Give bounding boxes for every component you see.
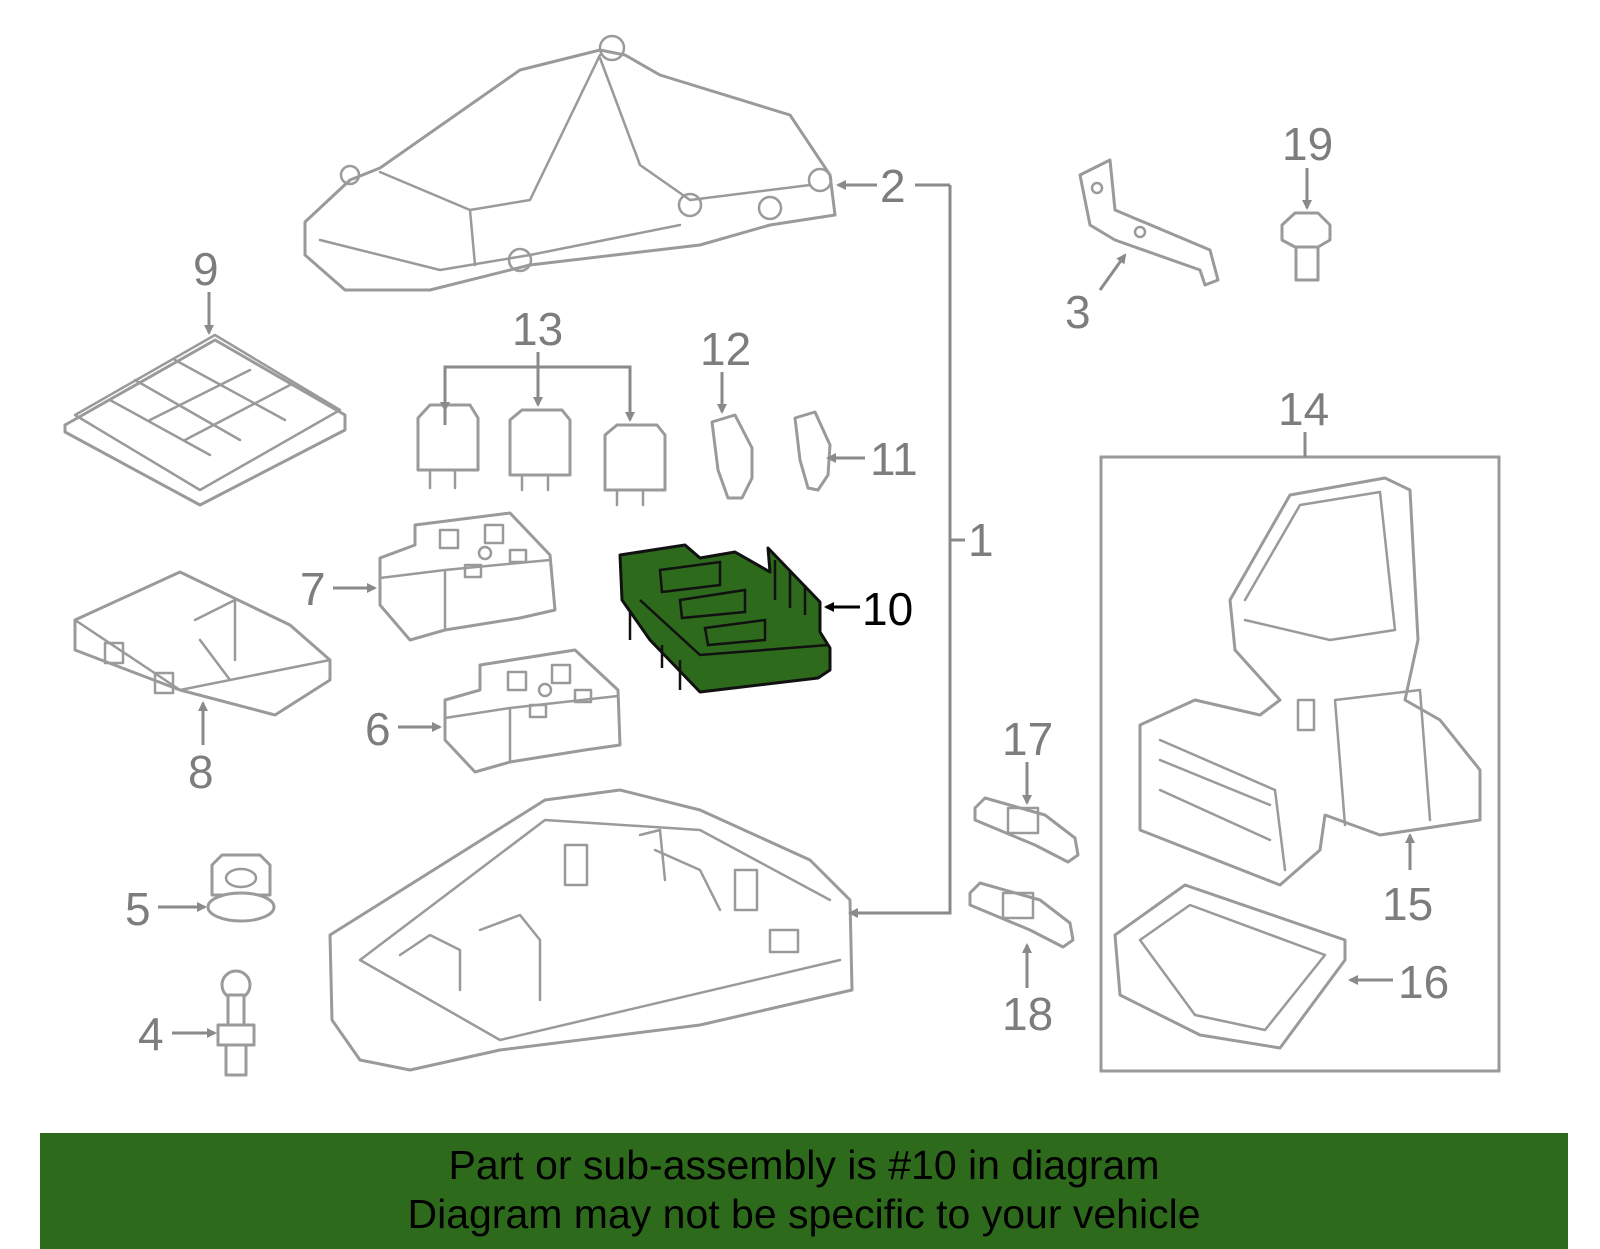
- callout-11: 11: [870, 433, 918, 485]
- part-18-fusible-link[interactable]: [968, 881, 1075, 949]
- part-4-stud[interactable]: [216, 969, 256, 1077]
- part-7-fuse-block[interactable]: [378, 511, 557, 642]
- part-11-fuse[interactable]: [793, 410, 832, 492]
- part-13-relays[interactable]: [416, 403, 667, 507]
- part-3-bracket[interactable]: [1078, 158, 1220, 287]
- part-8-plate[interactable]: [73, 570, 332, 717]
- callout-14: 14: [1278, 383, 1329, 435]
- part-15-relay-box[interactable]: [1138, 476, 1482, 887]
- part-1-lower-housing[interactable]: [328, 788, 854, 1072]
- part-6-fuse-block[interactable]: [443, 648, 622, 774]
- callout-2: 2: [880, 160, 906, 212]
- part-19-bolt[interactable]: [1280, 211, 1332, 282]
- callout-10-highlighted: 10: [862, 583, 913, 635]
- banner-line-2: Diagram may not be specific to your vehi…: [407, 1191, 1201, 1237]
- callout-5: 5: [125, 883, 151, 935]
- callout-4: 4: [138, 1008, 164, 1060]
- callout-8: 8: [188, 746, 214, 798]
- callout-15: 15: [1382, 878, 1433, 930]
- part-12-fuse[interactable]: [710, 413, 754, 500]
- part-16-cover[interactable]: [1113, 883, 1347, 1050]
- callout-19: 19: [1282, 118, 1333, 170]
- callout-18: 18: [1002, 988, 1053, 1040]
- callout-labels: 1 2 3 19 9 13 12 11 7 6 8 5 4 17 18 14 1…: [125, 118, 1449, 1060]
- leader-lines: [158, 168, 1415, 1038]
- callout-17: 17: [1002, 713, 1053, 765]
- callout-6: 6: [365, 703, 391, 755]
- part-17-fusible-link[interactable]: [973, 796, 1080, 864]
- part-2-top-cover[interactable]: [303, 34, 837, 292]
- part-5-nut[interactable]: [206, 853, 276, 923]
- callout-7: 7: [300, 563, 326, 615]
- part-10-module-highlighted[interactable]: [618, 543, 832, 694]
- callout-1: 1: [968, 514, 994, 566]
- callout-12: 12: [700, 323, 751, 375]
- callout-16: 16: [1398, 956, 1449, 1008]
- banner-line-1: Part or sub-assembly is #10 in diagram: [448, 1142, 1160, 1188]
- callout-9: 9: [193, 243, 219, 295]
- callout-3: 3: [1065, 286, 1091, 338]
- part-9-cover-plate[interactable]: [63, 333, 347, 507]
- info-banner: Part or sub-assembly is #10 in diagram D…: [40, 1133, 1568, 1249]
- group-14-frame: [1099, 455, 1501, 1073]
- callout-13: 13: [512, 303, 563, 355]
